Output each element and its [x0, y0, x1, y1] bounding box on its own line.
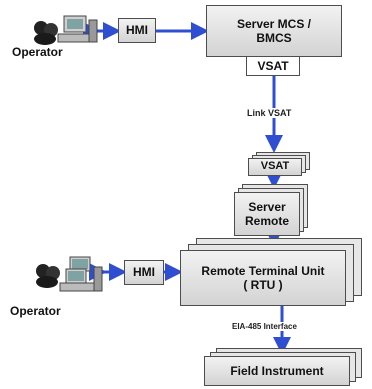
vsat-top-box: VSAT	[246, 56, 300, 76]
operator-workstation-icon	[36, 256, 103, 292]
server-remote-box: Server Remote	[234, 192, 300, 236]
operator-label-bottom: Operator	[10, 304, 61, 318]
hmi-bottom-label: HMI	[133, 265, 155, 280]
vsat-top-label: VSAT	[257, 58, 289, 73]
vsat-remote-box: VSAT	[248, 158, 302, 176]
operator-label-top: Operator	[12, 45, 63, 59]
operator-workstation-icon	[34, 15, 98, 45]
server-remote-label-line1: Server	[248, 199, 286, 214]
server-mcs-label-line2: BMCS	[256, 31, 292, 45]
hmi-top-box: HMI	[118, 18, 156, 43]
server-remote-label-line2: Remote	[244, 214, 289, 228]
server-mcs-label-line1: Server MCS /	[236, 16, 312, 31]
hmi-top-label: HMI	[126, 23, 148, 38]
vsat-remote-label: VSAT	[260, 160, 290, 173]
server-mcs-box: Server MCS / BMCS	[206, 5, 342, 57]
rtu-box: Remote Terminal Unit ( RTU )	[180, 250, 346, 306]
field-instrument-box: Field Instrument	[204, 356, 350, 386]
rtu-label-line2: ( RTU )	[243, 278, 283, 292]
rtu-label-line1: Remote Terminal Unit	[201, 263, 325, 278]
field-instrument-label: Field Instrument	[230, 363, 324, 378]
hmi-bottom-box: HMI	[124, 260, 164, 285]
link-vsat-label: Link VSAT	[245, 108, 294, 118]
eia485-label: EIA-485 Interface	[230, 322, 299, 331]
